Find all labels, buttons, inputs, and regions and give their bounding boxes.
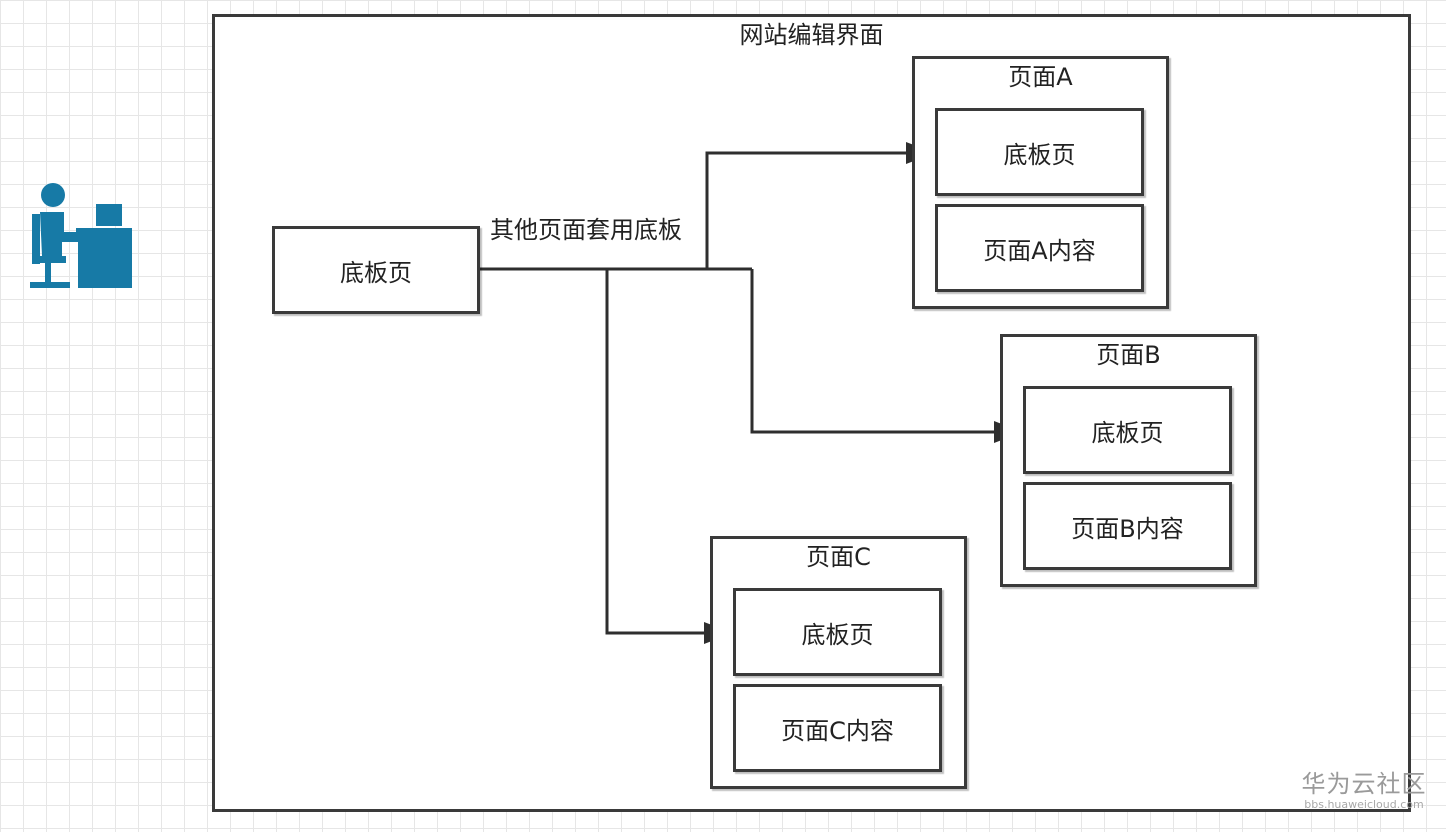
user-at-computer-icon	[28, 180, 136, 292]
page-a-template-box: 底板页	[935, 108, 1144, 196]
page-b-content-box: 页面B内容	[1023, 482, 1232, 570]
master-template-box: 底板页	[272, 226, 480, 314]
page-a-content-box: 页面A内容	[935, 204, 1144, 292]
page-a-title: 页面A	[1008, 63, 1073, 91]
page-b-template-label: 底板页	[1091, 418, 1164, 447]
page-c-content-label: 页面C内容	[781, 716, 894, 745]
watermark: 华为云社区 bbs.huaweicloud.com	[1296, 770, 1432, 812]
page-b-title: 页面B	[1096, 341, 1161, 369]
page-c-content-box: 页面C内容	[733, 684, 942, 772]
watermark-main: 华为云社区	[1301, 770, 1427, 798]
page-a-template-label: 底板页	[1003, 140, 1076, 169]
page-c-template-box: 底板页	[733, 588, 942, 676]
page-c-template-label: 底板页	[801, 620, 874, 649]
page-c-title: 页面C	[806, 543, 871, 571]
watermark-sub: bbs.huaweicloud.com	[1304, 798, 1424, 811]
editor-title: 网站编辑界面	[739, 21, 884, 49]
page-b-template-box: 底板页	[1023, 386, 1232, 474]
page-b-content-label: 页面B内容	[1071, 514, 1184, 543]
master-template-label: 底板页	[340, 258, 412, 287]
page-a-content-label: 页面A内容	[983, 236, 1096, 265]
edge-label: 其他页面套用底板	[490, 216, 682, 244]
